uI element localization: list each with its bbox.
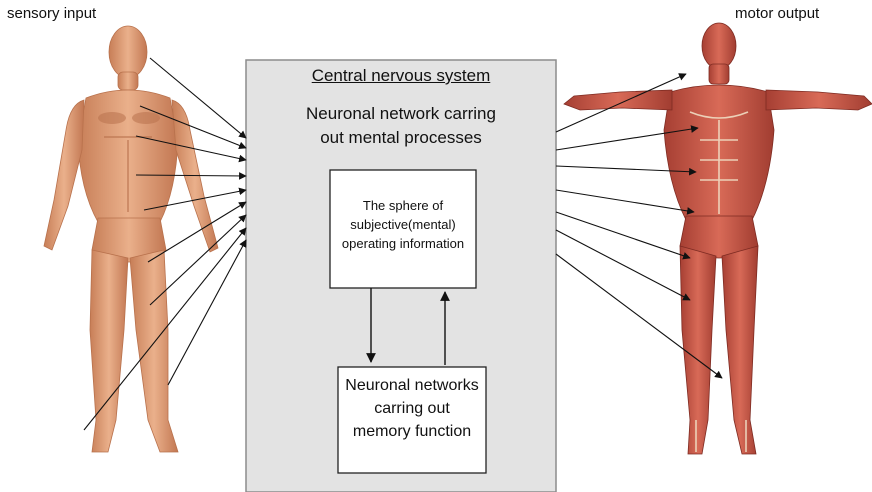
- sensory-arrow: [135, 172, 247, 180]
- sensory-arrow: [139, 105, 247, 150]
- sensory-arrow: [83, 227, 247, 431]
- motor-arrow: [555, 189, 695, 215]
- sensory-arrow: [135, 135, 247, 163]
- sensory-input-label: sensory input: [7, 5, 97, 22]
- sensory-arrow: [149, 214, 247, 306]
- network-text: Neuronal network carring out mental proc…: [306, 104, 496, 147]
- sphere-text: The sphere of subjective(mental) operati…: [341, 198, 465, 251]
- sensory-arrow: [147, 201, 247, 263]
- motor-arrow: [555, 165, 697, 176]
- memory-text: Neuronal networks carring out memory fun…: [345, 377, 479, 440]
- motor-arrow: [555, 253, 723, 379]
- sphere-box: [329, 169, 477, 289]
- sensory-body-shading: [98, 112, 160, 212]
- sensory-arrow: [167, 239, 247, 386]
- motor-output-label: motor output: [735, 5, 820, 22]
- sensory-arrows: [83, 57, 247, 431]
- motor-muscle-detail: [689, 111, 749, 452]
- sensory-arrow: [149, 57, 247, 139]
- motor-arrow: [555, 229, 691, 301]
- sensory-body-figure: [43, 25, 219, 453]
- sensory-arrow: [143, 187, 247, 211]
- cns-title: Central nervous system: [311, 66, 491, 85]
- motor-arrow: [555, 125, 699, 151]
- motor-arrow: [555, 73, 687, 133]
- motor-arrow: [555, 211, 691, 260]
- memory-box: [337, 366, 487, 474]
- motor-muscle-figure: [563, 22, 872, 455]
- motor-arrows: [555, 73, 723, 379]
